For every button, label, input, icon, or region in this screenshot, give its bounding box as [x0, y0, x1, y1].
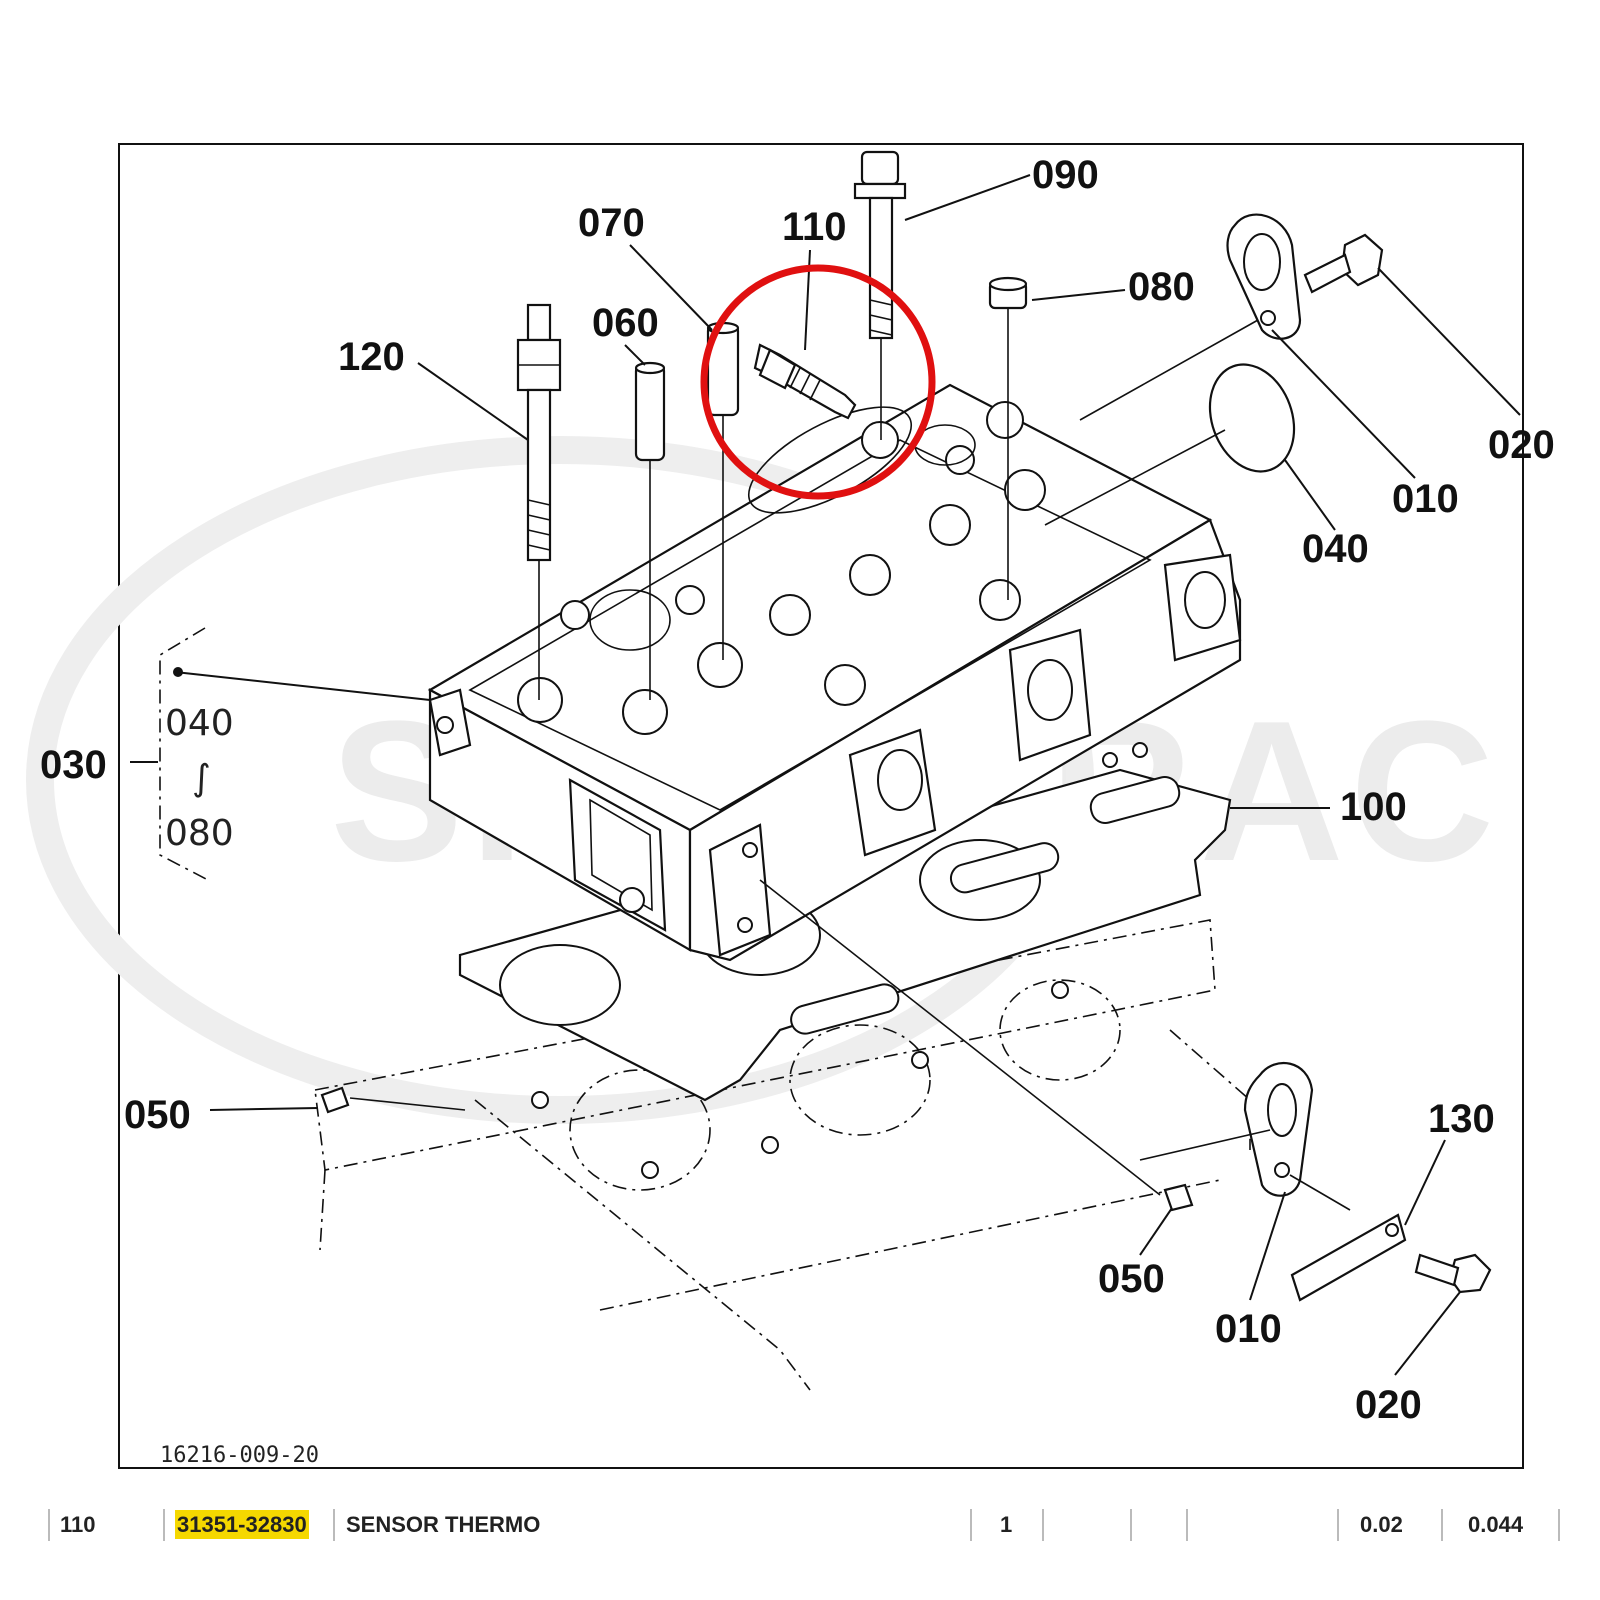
group-range-tilde: ∫ [192, 758, 211, 799]
callout-010-top: 010 [1392, 477, 1459, 521]
part-quantity: 1 [1000, 1512, 1013, 1537]
column-divider [1337, 1509, 1339, 1541]
callout-120: 120 [338, 335, 405, 379]
column-divider [1558, 1509, 1560, 1541]
engine-block-outline [314, 919, 1251, 1391]
engine-hanger-010-bottom [1139, 1061, 1351, 1211]
column-divider [1441, 1509, 1443, 1541]
callout-050-bottom: 050 [1098, 1257, 1165, 1301]
column-divider [1042, 1509, 1044, 1541]
callout-130: 130 [1428, 1097, 1495, 1141]
column-divider [48, 1509, 50, 1541]
valve-guide-060 [634, 361, 666, 700]
plug-plate-040 [1044, 363, 1296, 526]
plug-050-bottom [759, 879, 1194, 1212]
plug-050-left [320, 1086, 466, 1114]
cylinder-head [427, 383, 1242, 962]
column-divider [970, 1509, 972, 1541]
column-divider [163, 1509, 165, 1541]
callout-020-bottom: 020 [1355, 1383, 1422, 1427]
column-divider [333, 1509, 335, 1541]
bolt-020-top [1303, 233, 1384, 294]
part-description: SENSOR THERMO [346, 1512, 541, 1537]
callout-020-top: 020 [1488, 423, 1555, 467]
callout-100: 100 [1340, 785, 1407, 829]
sensor-thermo-110 [753, 343, 857, 420]
part-ref: 110 [60, 1512, 96, 1537]
bolt-020-bottom [1414, 1253, 1492, 1294]
plate-130 [1290, 1213, 1407, 1302]
head-gasket [458, 742, 1232, 1179]
parts-list-row[interactable]: 110 31351-32830 SENSOR THERMO 1 0.02 0.0… [48, 1505, 1563, 1545]
part-weight: 0.02 [1360, 1512, 1403, 1537]
head-stud-120 [516, 303, 562, 700]
callout-010-bottom: 010 [1215, 1307, 1282, 1351]
callout-070: 070 [578, 201, 645, 245]
callout-060: 060 [592, 301, 659, 345]
callout-110: 110 [782, 205, 847, 249]
head-bolt-090 [853, 150, 907, 440]
group-bracket-030: 040 ∫ 080 [130, 627, 234, 881]
part-price: 0.044 [1468, 1512, 1524, 1537]
part-number[interactable]: 31351-32830 [175, 1510, 309, 1539]
plug-080 [988, 276, 1028, 600]
callout-040: 040 [1302, 527, 1369, 571]
column-divider [1130, 1509, 1132, 1541]
engine-hanger-010-top [1079, 213, 1302, 421]
watermark-swoosh [26, 436, 1094, 1124]
drawing-code: 16216-009-20 [160, 1443, 319, 1468]
highlight-circle [700, 264, 936, 500]
group-range-to: 080 [165, 813, 234, 854]
callout-050-left: 050 [124, 1093, 191, 1137]
callout-080: 080 [1128, 265, 1195, 309]
callout-090: 090 [1032, 153, 1099, 197]
callout-030: 030 [40, 743, 107, 787]
column-divider [1186, 1509, 1188, 1541]
group-range-from: 040 [165, 703, 234, 744]
